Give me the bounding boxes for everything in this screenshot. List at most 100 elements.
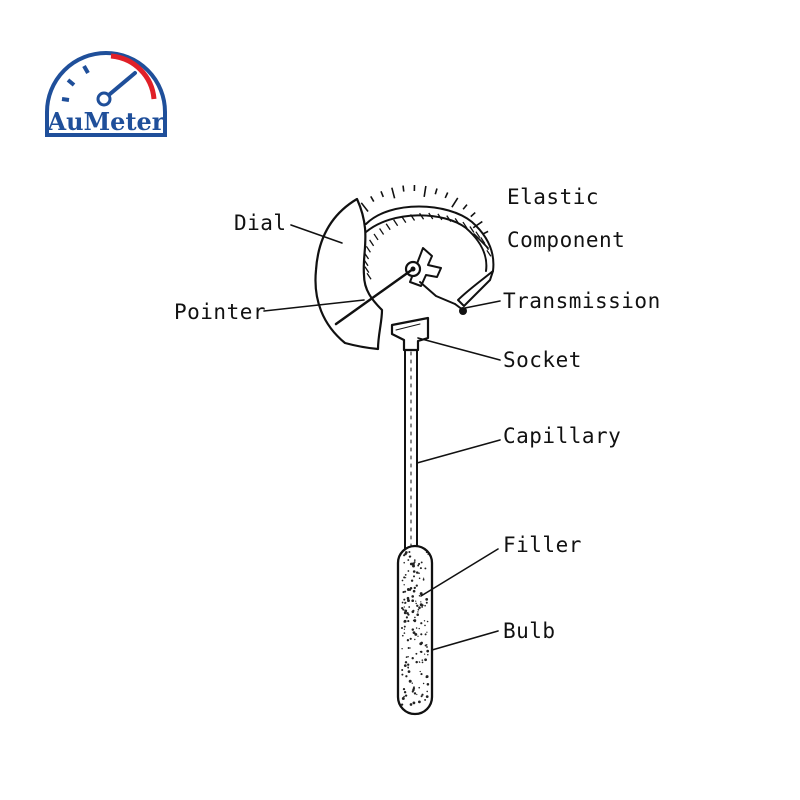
filler-dot: [421, 604, 424, 607]
bulb-graphic: [396, 544, 434, 716]
filler-dot: [417, 608, 420, 611]
filler-dot: [422, 577, 425, 579]
label-transmission: Transmission: [503, 289, 661, 313]
filler-dot: [418, 661, 420, 663]
coil-mark: [363, 259, 369, 267]
filler-dot: [402, 591, 405, 594]
filler-dot: [403, 620, 406, 623]
coil-mark: [475, 231, 481, 239]
filler-dot: [426, 620, 429, 623]
filler-dot: [401, 697, 405, 700]
filler-dot: [403, 584, 405, 586]
filler-dot: [405, 656, 408, 658]
filler-dot: [418, 595, 421, 597]
filler-dot: [425, 644, 428, 646]
pointer-leader: [263, 299, 365, 312]
filler-dot: [424, 633, 427, 636]
filler-dot: [407, 663, 410, 666]
filler-dot: [421, 659, 424, 661]
coil-mark: [469, 226, 475, 233]
filler-dot: [413, 686, 415, 688]
filler-dot: [423, 620, 426, 622]
capillary-leader: [416, 439, 501, 464]
filler-dot: [401, 634, 404, 637]
filler-dot: [411, 599, 415, 603]
coil-mark: [409, 214, 416, 221]
filler-dot: [425, 598, 429, 601]
filler-dot: [419, 670, 421, 673]
filler-dot: [412, 631, 416, 634]
label-elastic: Elastic: [507, 185, 599, 209]
filler-dot: [415, 571, 419, 574]
filler-dot: [427, 654, 429, 656]
filler-dot: [401, 579, 404, 582]
transmission-mechanism-graphic: [404, 247, 467, 315]
dial-tick: [402, 185, 405, 192]
filler-dot: [407, 559, 410, 561]
filler-dot: [406, 588, 410, 591]
coil-mark: [373, 233, 379, 241]
filler-dot: [412, 564, 415, 568]
filler-dot: [403, 695, 405, 698]
filler-dot: [415, 660, 418, 664]
label-component: Component: [507, 228, 625, 252]
filler-dot: [403, 598, 406, 601]
filler-dot: [414, 638, 416, 641]
logo-text: AuMeter: [47, 107, 165, 136]
filler-dot: [425, 551, 428, 554]
filler-dot: [424, 604, 426, 607]
filler-dot: [411, 562, 415, 566]
dial-tick: [462, 204, 468, 210]
filler-dot: [404, 609, 408, 613]
filler-dot: [401, 601, 404, 604]
filler-dot: [404, 601, 407, 604]
filler-dot: [425, 601, 428, 604]
filler-dot: [408, 550, 411, 554]
filler-dot: [426, 683, 430, 686]
aumeter-logo: AuMeter: [45, 51, 167, 137]
filler-dot: [403, 664, 407, 667]
filler-dot: [411, 657, 414, 660]
filler-dot: [407, 570, 410, 572]
filler-dot: [425, 675, 429, 679]
dial-tick: [360, 202, 369, 212]
filler-dot: [424, 698, 427, 701]
coil-mark: [379, 228, 385, 235]
filler-dot: [420, 641, 423, 645]
filler-dot: [413, 559, 416, 561]
filler-dot: [404, 574, 407, 576]
transmission-leader: [464, 300, 501, 309]
filler-dot: [403, 628, 406, 630]
filler-dot: [404, 552, 407, 556]
filler-dot: [401, 673, 404, 676]
dial-graphic: [314, 184, 489, 351]
label-socket: Socket: [503, 348, 582, 372]
filler-dot: [405, 616, 408, 619]
filler-dot: [414, 632, 418, 636]
filler-dot: [412, 589, 416, 593]
filler-dot: [406, 639, 410, 642]
filler-dot: [409, 555, 412, 557]
filler-dot: [418, 627, 420, 630]
filler-dot: [401, 606, 404, 610]
filler-dot: [404, 590, 407, 593]
filler-dot: [424, 624, 426, 627]
filler-dot: [408, 606, 411, 608]
filler-dot: [401, 648, 403, 650]
coil-mark: [366, 272, 372, 280]
filler-dot: [425, 695, 429, 698]
filler-dot: [407, 656, 409, 658]
filler-dot: [415, 627, 418, 629]
label-capillary: Capillary: [503, 424, 621, 448]
filler-dot: [421, 605, 424, 608]
dial-tick: [434, 188, 438, 195]
filler-dot: [411, 690, 414, 693]
coil-mark: [364, 266, 370, 273]
filler-dot: [400, 703, 404, 706]
coil-mark: [385, 223, 391, 231]
filler-dot: [412, 701, 416, 705]
dial-tick: [451, 197, 459, 208]
filler-dot: [420, 622, 423, 625]
filler-dot: [409, 637, 412, 640]
filler-dot: [416, 613, 419, 616]
